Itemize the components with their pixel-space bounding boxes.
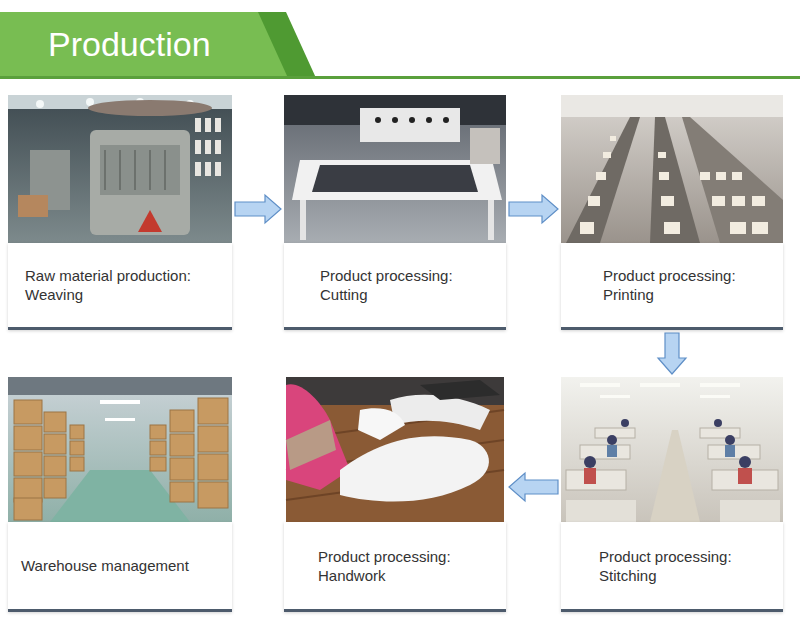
process-card: Raw material production: Weaving <box>8 95 232 330</box>
process-card: Product processing: Cutting <box>284 95 506 330</box>
process-card: Product processing: Stitching <box>561 377 783 612</box>
caption-panel: Warehouse management <box>8 522 232 612</box>
weaving-photo <box>8 95 232 243</box>
caption-panel: Raw material production: Weaving <box>8 243 232 330</box>
diagram-title: Production <box>48 23 211 65</box>
caption-panel: Product processing: Cutting <box>284 243 506 330</box>
step-caption: Product processing: Printing <box>603 266 773 304</box>
process-card: Product processing: Handwork <box>284 377 506 612</box>
printing-photo <box>561 95 783 243</box>
caption-panel: Product processing: Printing <box>561 243 783 330</box>
warehouse-photo <box>8 377 232 522</box>
flow-arrow <box>509 473 558 501</box>
stitching-photo <box>561 377 783 522</box>
title-banner <box>0 12 800 79</box>
flow-arrow <box>658 333 686 374</box>
flow-arrow <box>509 195 558 223</box>
caption-panel: Product processing: Handwork <box>284 522 506 612</box>
cutting-photo <box>284 95 506 243</box>
step-caption: Product processing: Cutting <box>320 266 496 304</box>
process-card: Product processing: Printing <box>561 95 783 330</box>
step-caption: Raw material production: Weaving <box>25 266 201 304</box>
flow-arrow <box>235 195 281 223</box>
handwork-photo <box>286 377 504 522</box>
caption-panel: Product processing: Stitching <box>561 522 783 612</box>
process-card: Warehouse management <box>8 377 232 612</box>
step-caption: Product processing: Handwork <box>318 547 494 585</box>
step-caption: Product processing: Stitching <box>599 547 773 585</box>
step-caption: Warehouse management <box>21 556 189 575</box>
